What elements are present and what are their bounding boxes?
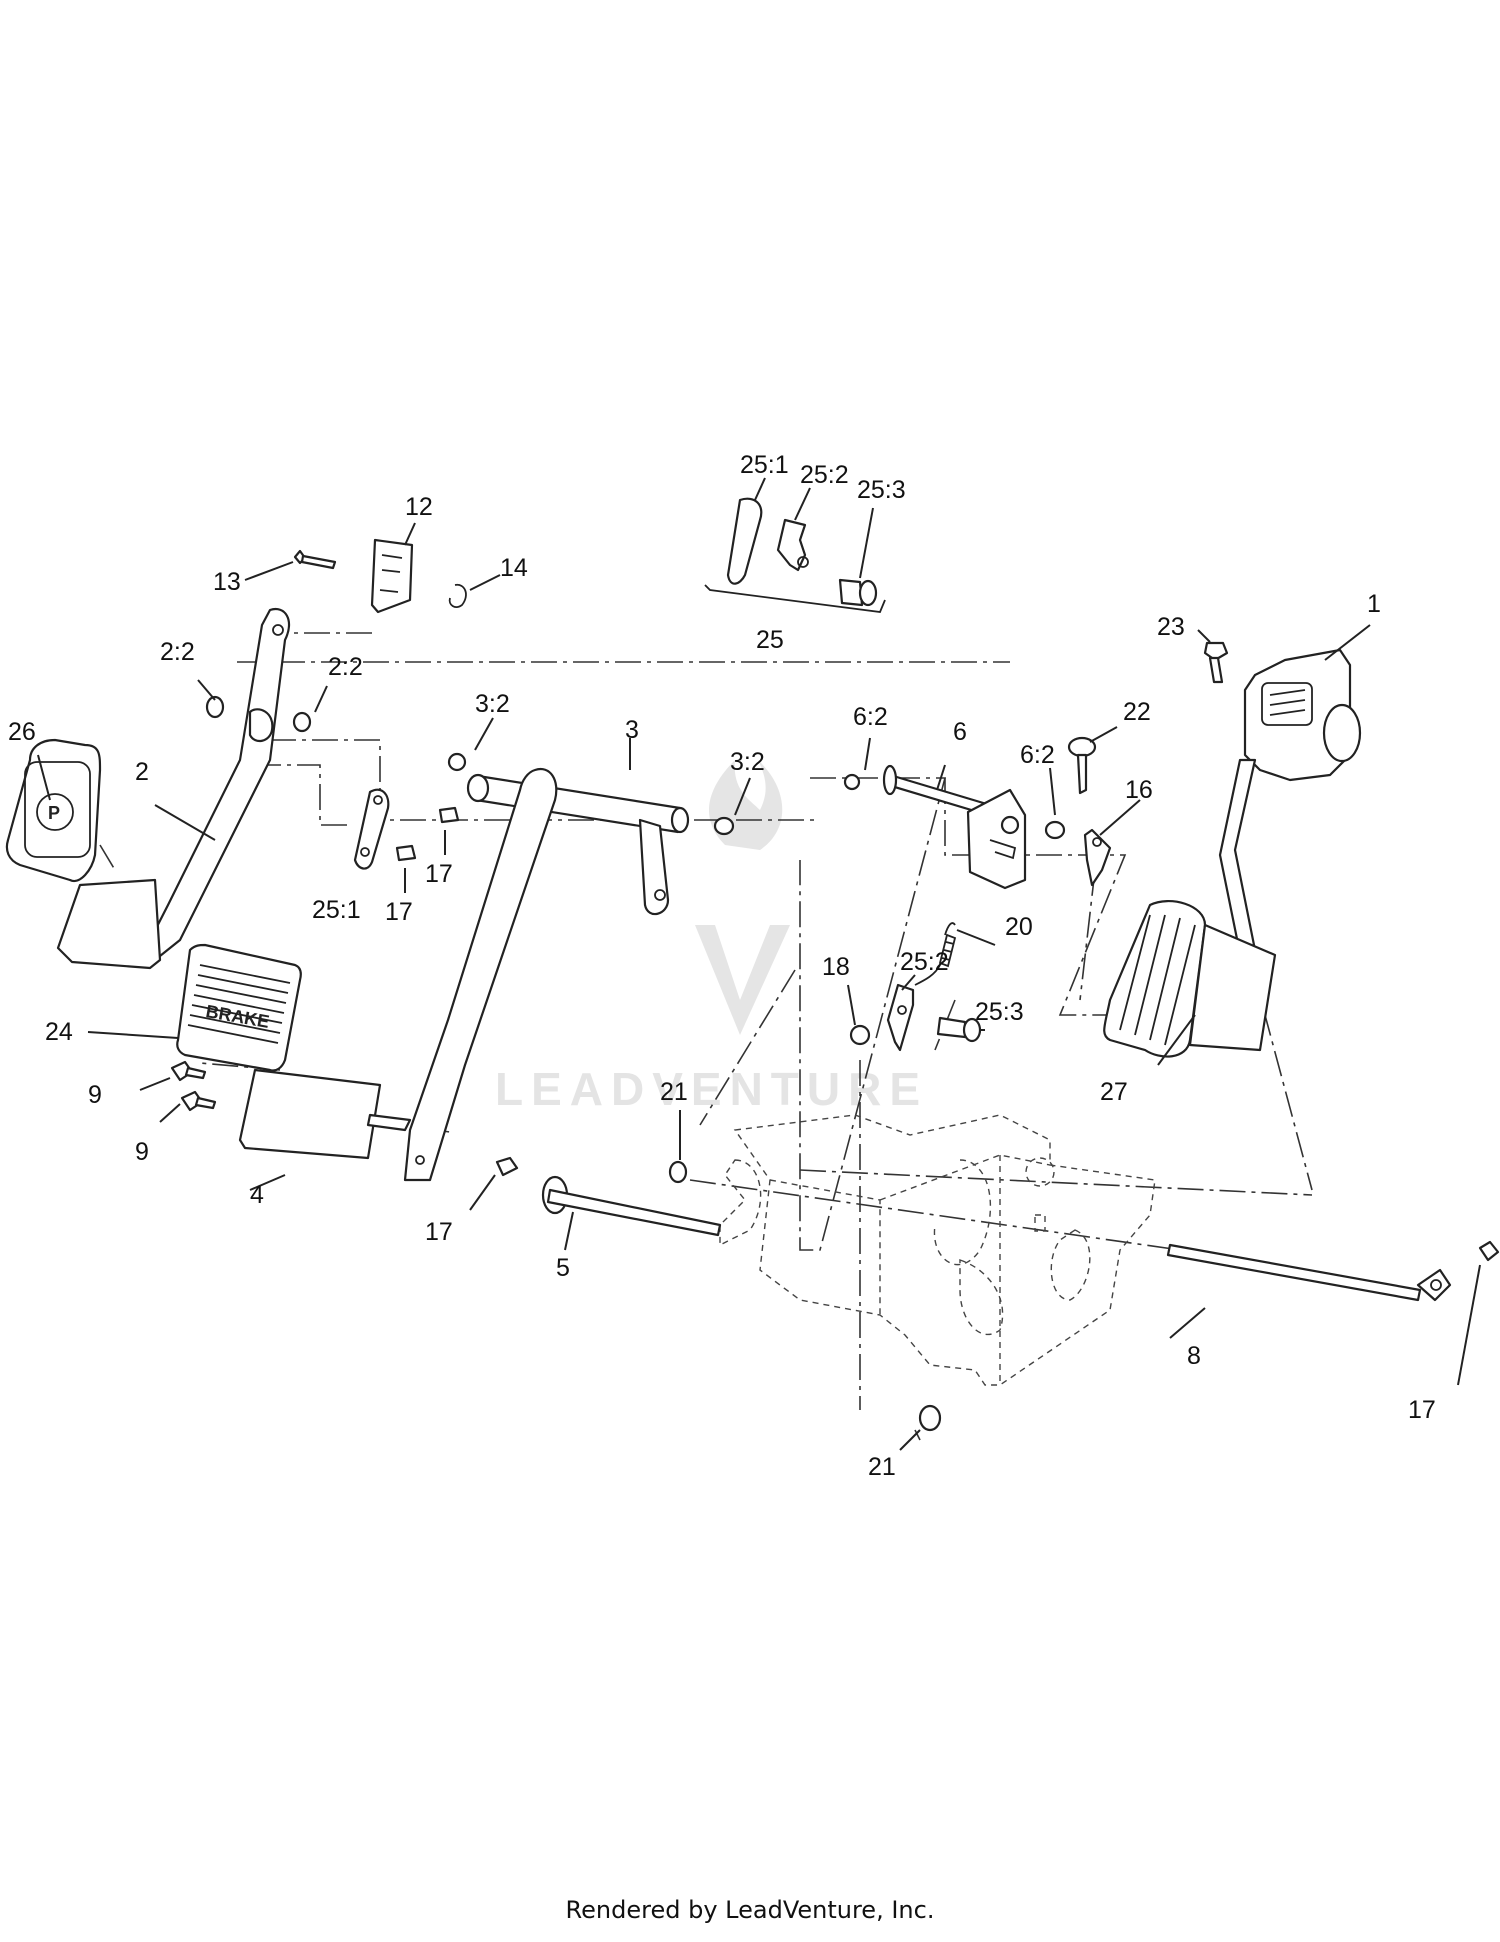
callout-17-b: 17 — [385, 898, 413, 926]
part-26-park-pedal-pad: P — [5, 738, 162, 970]
part-22-pin — [1067, 736, 1097, 795]
frame-bracket — [719, 1114, 1156, 1386]
part-25-3-spacer — [936, 1016, 982, 1043]
callout-12: 12 — [405, 493, 433, 521]
part-25-2-lever — [886, 983, 915, 1052]
footer-credit: Rendered by LeadVenture, Inc. — [565, 1896, 935, 1924]
part-20-spring — [914, 922, 957, 986]
part-23-bolt — [1203, 641, 1229, 684]
callout-26: 26 — [8, 718, 36, 746]
part-18-bushing — [849, 1024, 871, 1046]
part-21-nut-lower — [918, 1404, 942, 1432]
callout-6-2-right: 6:2 — [1020, 741, 1055, 769]
callout-24: 24 — [45, 1018, 73, 1046]
callout-25-3-top: 25:3 — [857, 476, 906, 504]
callout-18: 18 — [822, 953, 850, 981]
callout-5: 5 — [556, 1254, 570, 1282]
part-2-park-brake-arm — [143, 607, 312, 962]
callout-21-lower: 21 — [868, 1453, 896, 1481]
callout-2: 2 — [135, 758, 149, 786]
callout-25-2-top: 25:2 — [800, 461, 849, 489]
callout-20: 20 — [1005, 913, 1033, 941]
callout-9-upper: 9 — [88, 1081, 102, 1109]
part-14-clip — [448, 583, 467, 608]
callout-25-2-bottom: 25:2 — [900, 948, 949, 976]
part-6-shaft-bracket — [843, 764, 1066, 890]
callout-25: 25 — [756, 626, 784, 654]
part-12-latch — [370, 538, 414, 614]
callout-2-2-right: 2:2 — [328, 653, 363, 681]
callout-21-upper: 21 — [660, 1078, 688, 1106]
callout-4: 4 — [250, 1181, 264, 1209]
callout-9-lower: 9 — [135, 1138, 149, 1166]
part-1-throttle-pedal-sensor — [1218, 648, 1362, 1005]
callout-23: 23 — [1157, 613, 1185, 641]
leader-lines — [37, 477, 1481, 1451]
part-24-brake-pedal-pad: BRAKE — [176, 943, 302, 1072]
callout-22: 22 — [1123, 698, 1151, 726]
callout-2-2-left: 2:2 — [160, 638, 195, 666]
callout-3-2-left: 3:2 — [475, 690, 510, 718]
part-25-kit — [704, 497, 886, 613]
part-8-rod — [1166, 1243, 1452, 1302]
part-21-nut-upper — [668, 1160, 688, 1184]
watermark-logo — [695, 760, 790, 1035]
callout-13: 13 — [213, 568, 241, 596]
callout-14: 14 — [500, 554, 528, 582]
callout-25-3-bottom: 25:3 — [975, 998, 1024, 1026]
callout-8: 8 — [1187, 1342, 1201, 1370]
part-16-plate — [1083, 828, 1112, 887]
part-17-bolts — [395, 806, 1500, 1262]
watermark-text: LEADVENTURE — [495, 1063, 928, 1115]
callout-3: 3 — [625, 716, 639, 744]
callout-17-c: 17 — [425, 1218, 453, 1246]
callout-1: 1 — [1367, 590, 1381, 618]
callout-27: 27 — [1100, 1078, 1128, 1106]
part-4-brake-pedal — [238, 1068, 412, 1160]
part-25-1-cam — [353, 788, 390, 870]
callout-17-d: 17 — [1408, 1396, 1436, 1424]
part-9-bolts — [170, 1060, 217, 1112]
part-5-rod — [541, 1175, 722, 1237]
part-3-brake-shaft-lever — [403, 752, 735, 1182]
callout-labels: 1 2 2:2 2:2 3 3:2 3:2 4 5 6 6:2 6:2 8 9 … — [8, 451, 1436, 1481]
callout-25-1-bottom: 25:1 — [312, 896, 361, 924]
callout-3-2-right: 3:2 — [730, 748, 765, 776]
callout-25-1-top: 25:1 — [740, 451, 789, 479]
part-13-pin — [293, 549, 337, 570]
callout-16: 16 — [1125, 776, 1153, 804]
callout-6: 6 — [953, 718, 967, 746]
callout-6-2-left: 6:2 — [853, 703, 888, 731]
park-pedal-label: P — [48, 803, 60, 823]
callout-17-a: 17 — [425, 860, 453, 888]
part-27-accelerator-pad — [1103, 900, 1277, 1058]
